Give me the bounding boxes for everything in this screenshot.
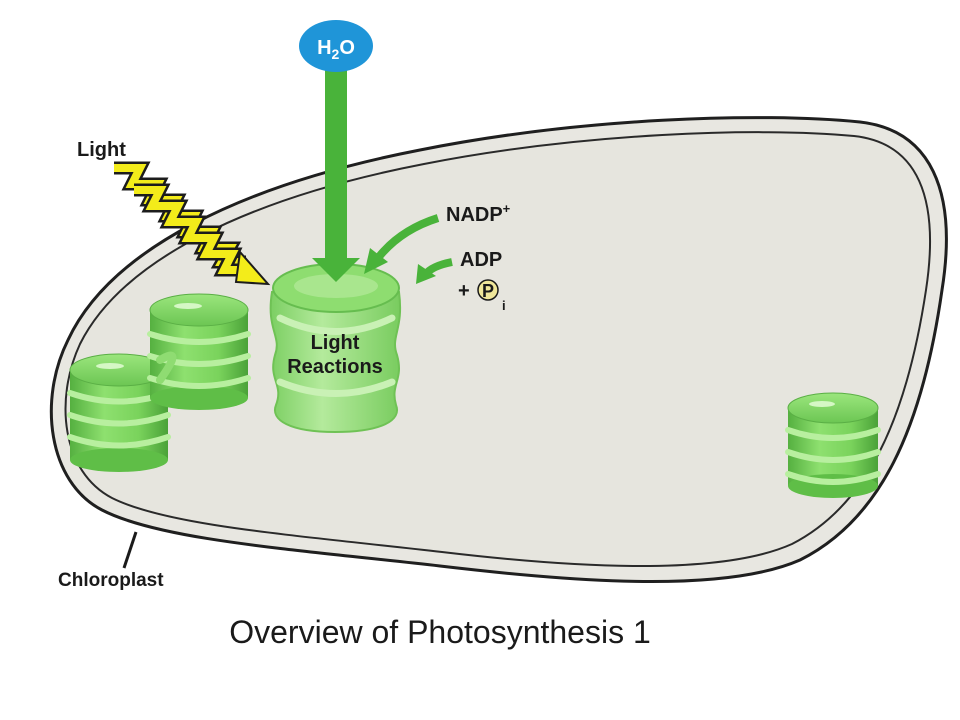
- nadp-text: NADP: [446, 204, 503, 226]
- thylakoid-stack-left: [67, 353, 171, 472]
- adp-arrow: [416, 258, 453, 284]
- thylakoid-stack-middle: [147, 293, 251, 410]
- chloroplast-label: Chloroplast: [58, 570, 164, 591]
- chloroplast-pointer-line: [122, 531, 138, 569]
- water-bubble: H2O: [299, 20, 373, 72]
- adp-plus-phosphate: + P i: [458, 279, 506, 313]
- svg-text:H2O: H2O: [317, 37, 355, 62]
- light-bolt-icon: [114, 161, 271, 286]
- phosphate-label: P: [482, 281, 494, 301]
- stroma-lamella: [156, 351, 177, 384]
- light-reactions-label-line1: Light: [311, 332, 360, 354]
- light-reactions-label-line2: Reactions: [287, 356, 383, 378]
- light-label: Light: [77, 139, 126, 161]
- nadp-label: NADP+: [446, 201, 511, 226]
- slide-title: Overview of Photosynthesis 1: [229, 614, 651, 650]
- thylakoid-stack-right: [785, 392, 881, 498]
- nadp-superscript: +: [503, 201, 511, 216]
- phosphate-circle: [477, 279, 499, 301]
- nadp-arrow: [364, 214, 440, 274]
- water-sub: 2: [332, 46, 340, 62]
- chloroplast-envelope: [49, 116, 948, 584]
- phosphate-subscript: i: [502, 298, 506, 313]
- thylakoid-light-reactions: [269, 263, 402, 434]
- adp-label: ADP: [460, 249, 502, 271]
- water-o: O: [339, 37, 355, 59]
- water-input-arrow: [312, 64, 360, 282]
- water-h: H: [317, 37, 331, 59]
- plus-sign: +: [458, 280, 470, 302]
